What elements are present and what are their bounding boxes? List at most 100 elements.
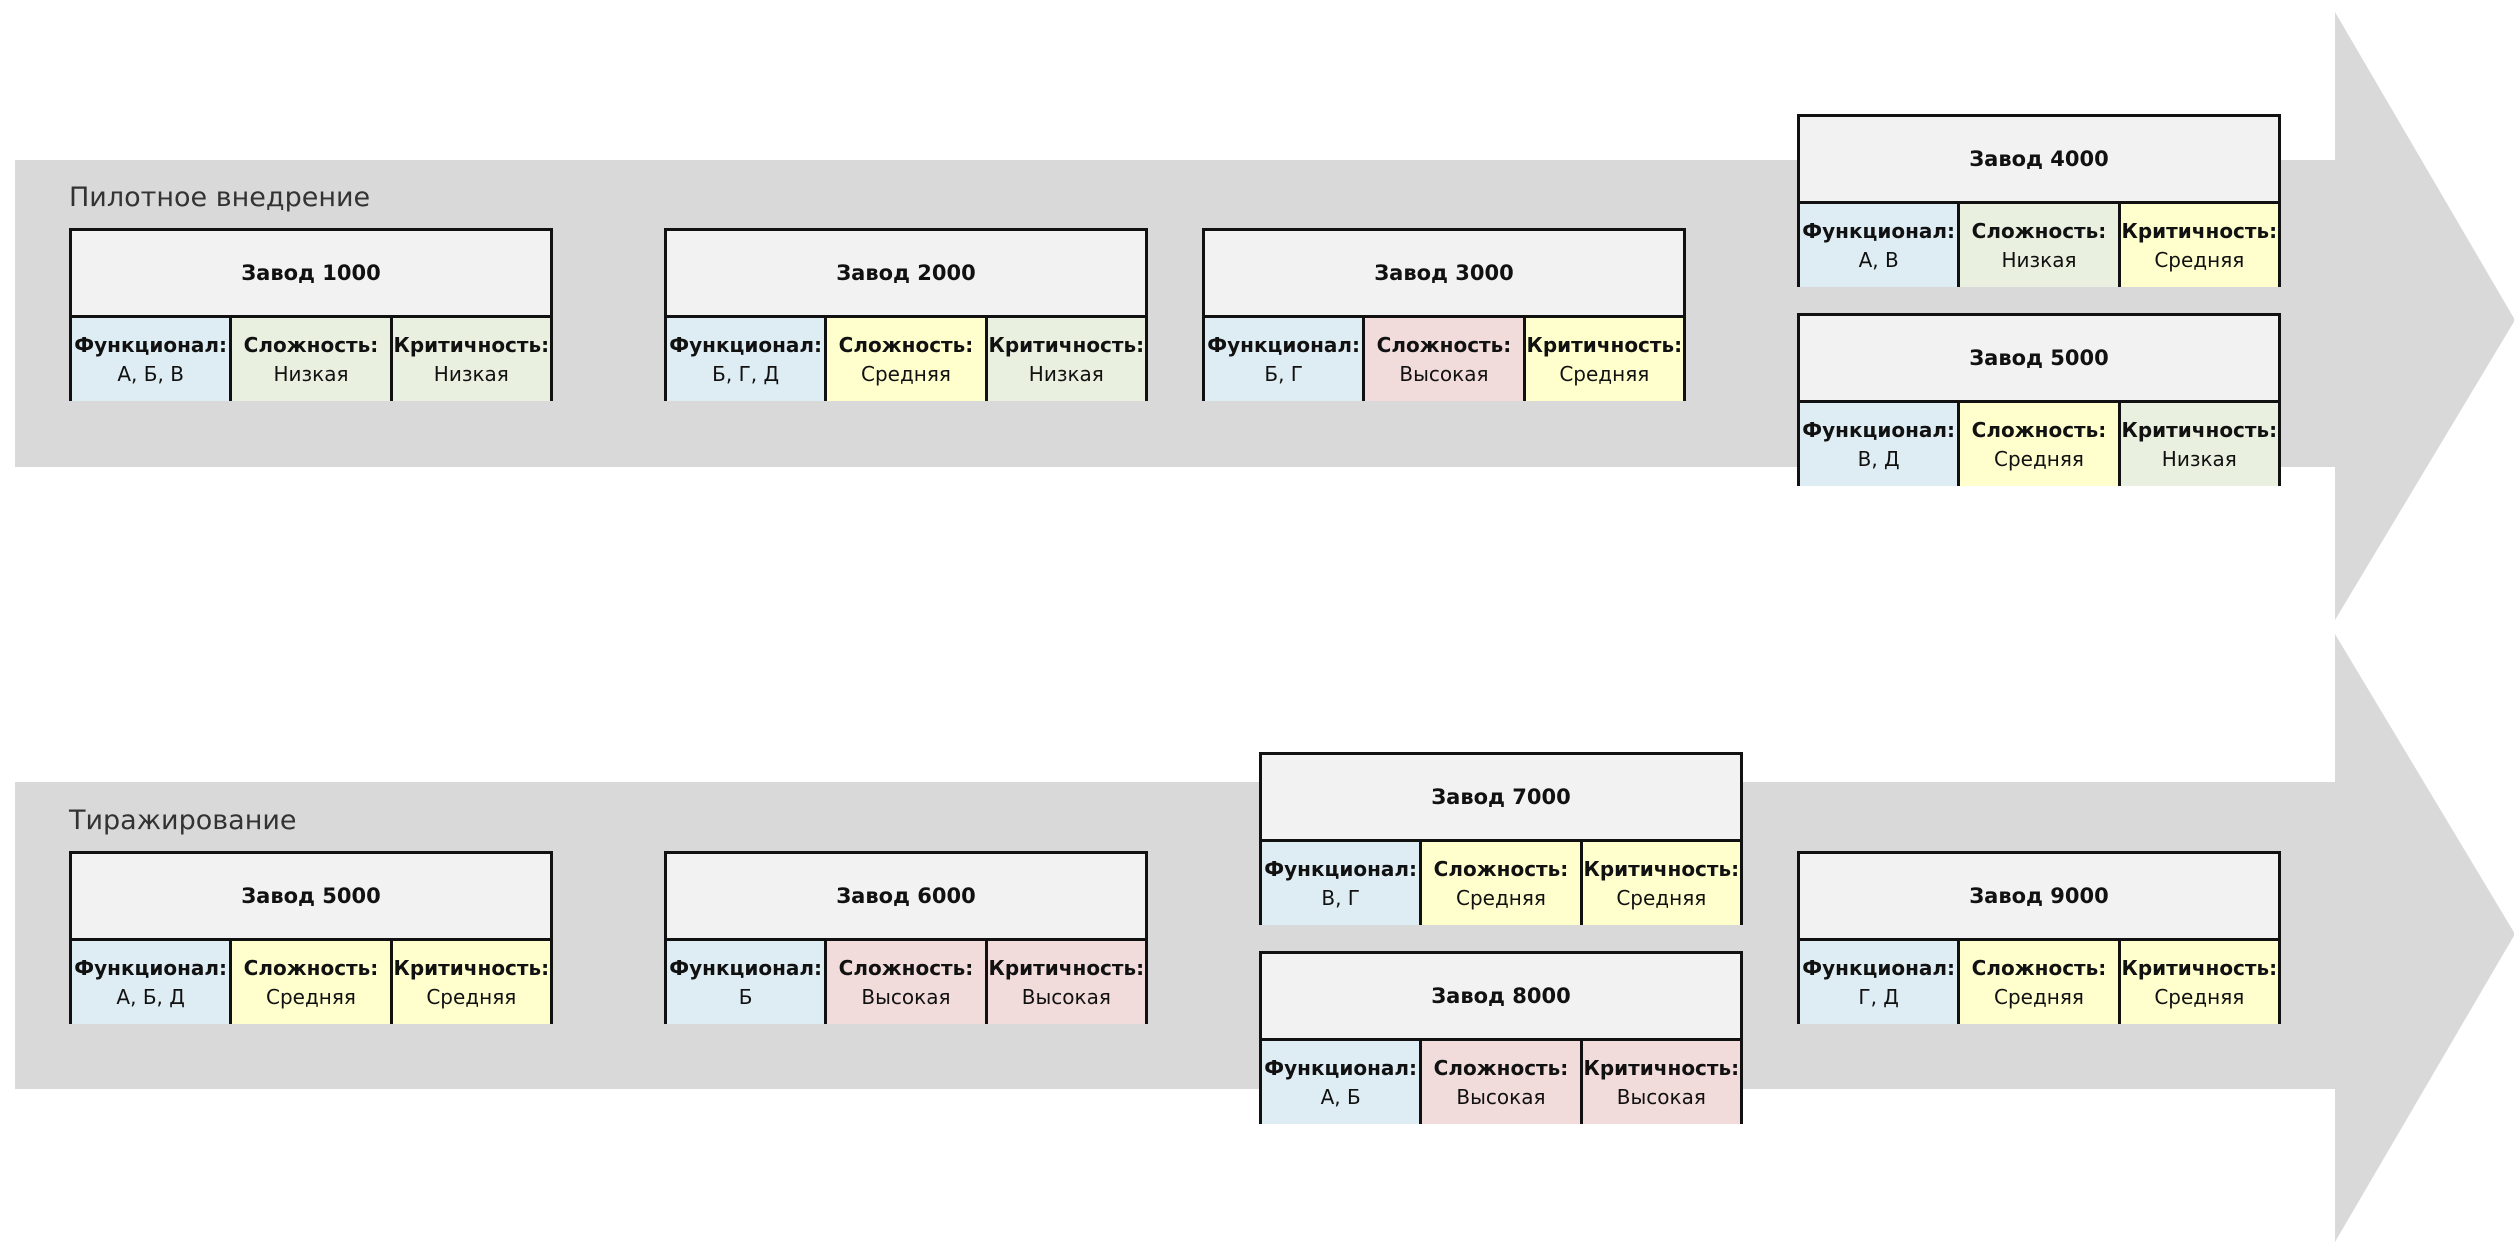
complexity-value: Средняя <box>266 984 356 1009</box>
functionality-cell: Функционал: А, В <box>1800 204 1961 287</box>
functionality-label: Функционал: <box>74 332 228 357</box>
functionality-value: В, Д <box>1857 446 1900 471</box>
criticality-value: Средняя <box>2154 984 2245 1009</box>
complexity-label: Сложность: <box>1433 1055 1569 1080</box>
complexity-label: Сложность: <box>1971 218 2107 243</box>
criticality-cell: Критичность: Низкая <box>987 318 1145 401</box>
complexity-cell: Сложность: Высокая <box>1365 318 1526 401</box>
complexity-value: Высокая <box>1399 361 1489 386</box>
functionality-value: В, Г <box>1321 885 1360 910</box>
criticality-label: Критичность: <box>988 955 1145 980</box>
complexity-label: Сложность: <box>838 332 974 357</box>
functionality-label: Функционал: <box>1802 218 1956 243</box>
functionality-cell: Функционал: А, Б, Д <box>72 941 233 1024</box>
functionality-value: А, Б, В <box>117 361 184 386</box>
criticality-cell: Критичность: Низкая <box>2120 403 2278 486</box>
plant-card: Завод 6000 Функционал: Б Сложность: Высока… <box>664 851 1148 1024</box>
plant-card: Завод 3000 Функционал:Б, Г Сложность:Выс… <box>1202 228 1686 401</box>
criticality-label: Критичность: <box>1583 856 1740 881</box>
complexity-value: Средняя <box>1994 446 2084 471</box>
functionality-cell: Функционал:Г, Д <box>1800 941 1961 1024</box>
complexity-label: Сложность: <box>1971 955 2107 980</box>
criticality-cell: Критичность: Средняя <box>2120 204 2278 287</box>
functionality-cell: Функционал: В, Г <box>1262 842 1423 925</box>
complexity-label: Сложность: <box>838 955 974 980</box>
plant-card: Завод 4000 Функционал: А, В Сложность: Низ… <box>1797 114 2281 287</box>
functionality-label: Функционал: <box>1802 955 1956 980</box>
plant-name: Завод 5000 <box>72 854 550 941</box>
criticality-cell: Критичность: Средняя <box>392 941 550 1024</box>
criticality-label: Критичность: <box>1583 1055 1740 1080</box>
criticality-value: Низкая <box>1028 361 1104 386</box>
plant-card: Завод 1000 Функционал: А, Б, В Сложность:… <box>69 228 553 401</box>
plant-name: Завод 4000 <box>1800 117 2278 204</box>
criticality-label: Критичность: <box>2121 218 2278 243</box>
plant-name: Завод 7000 <box>1262 755 1740 842</box>
complexity-value: Средняя <box>861 361 951 386</box>
complexity-cell: Сложность: Низкая <box>1960 204 2121 287</box>
timeline-arrow-rollout <box>15 634 2514 1254</box>
functionality-label: Функционал: <box>1264 1055 1418 1080</box>
functionality-label: Функционал: <box>1207 332 1361 357</box>
complexity-value: Низкая <box>2001 247 2077 272</box>
plant-name: Завод 8000 <box>1262 954 1740 1041</box>
plant-name: Завод 2000 <box>667 231 1145 318</box>
complexity-label: Сложность: <box>1433 856 1569 881</box>
plant-name: Завод 1000 <box>72 231 550 318</box>
criticality-label: Критичность: <box>988 332 1145 357</box>
complexity-label: Сложность: <box>243 332 379 357</box>
plant-card: Завод 5000 Функционал:В, Д Сложность: Сре… <box>1797 313 2281 486</box>
criticality-label: Критичность: <box>1526 332 1683 357</box>
functionality-label: Функционал: <box>669 955 823 980</box>
criticality-label: Критичность: <box>393 955 550 980</box>
complexity-cell: Сложность: Высокая <box>827 941 988 1024</box>
section-label-rollout: Тиражирование <box>69 805 297 836</box>
functionality-value: А, Б, Д <box>116 984 185 1009</box>
complexity-label: Сложность: <box>1971 417 2107 442</box>
criticality-value: Средняя <box>1559 361 1650 386</box>
functionality-cell: Функционал: Б, Г, Д <box>667 318 828 401</box>
functionality-cell: Функционал: А, Б <box>1262 1041 1423 1124</box>
plant-name: Завод 6000 <box>667 854 1145 941</box>
plant-name: Завод 9000 <box>1800 854 2278 941</box>
criticality-value: Высокая <box>1616 1084 1706 1109</box>
complexity-cell: Сложность: Высокая <box>1422 1041 1583 1124</box>
complexity-cell: Сложность: Средняя <box>827 318 988 401</box>
functionality-value: А, Б <box>1320 1084 1361 1109</box>
functionality-cell: Функционал:В, Д <box>1800 403 1961 486</box>
complexity-value: Высокая <box>861 984 951 1009</box>
functionality-label: Функционал: <box>74 955 228 980</box>
functionality-label: Функционал: <box>1264 856 1418 881</box>
complexity-value: Средняя <box>1456 885 1546 910</box>
functionality-label: Функционал: <box>669 332 823 357</box>
complexity-value: Низкая <box>273 361 349 386</box>
complexity-value: Средняя <box>1994 984 2084 1009</box>
plant-name: Завод 5000 <box>1800 316 2278 403</box>
criticality-cell: Критичность: Средняя <box>1582 842 1740 925</box>
complexity-label: Сложность: <box>1376 332 1512 357</box>
functionality-value: Б, Г <box>1264 361 1303 386</box>
complexity-label: Сложность: <box>243 955 379 980</box>
criticality-value: Средняя <box>1616 885 1707 910</box>
criticality-value: Низкая <box>2161 446 2237 471</box>
criticality-value: Высокая <box>1021 984 1111 1009</box>
criticality-value: Средняя <box>2154 247 2245 272</box>
criticality-label: Критичность: <box>2121 955 2278 980</box>
complexity-cell: Сложность: Средняя <box>1960 403 2121 486</box>
functionality-value: Б <box>738 984 753 1009</box>
plant-card: Завод 5000 Функционал: А, Б, Д Сложность:… <box>69 851 553 1024</box>
complexity-cell: Сложность: Низкая <box>232 318 393 401</box>
functionality-value: Б, Г, Д <box>712 361 780 386</box>
plant-card: Завод 7000 Функционал: В, Г Сложность: Сре… <box>1259 752 1743 925</box>
criticality-value: Средняя <box>426 984 517 1009</box>
functionality-cell: Функционал: Б, Г <box>1205 318 1366 401</box>
criticality-label: Критичность: <box>2121 417 2278 442</box>
plant-card: Завод 2000 Функционал: Б, Г, Д Сложность:… <box>664 228 1148 401</box>
complexity-value: Высокая <box>1456 1084 1546 1109</box>
criticality-cell: Критичность: Средняя <box>1525 318 1683 401</box>
criticality-label: Критичность: <box>393 332 550 357</box>
functionality-value: А, В <box>1858 247 1899 272</box>
plant-card: Завод 8000 Функционал: А, Б Сложность: Выс… <box>1259 951 1743 1124</box>
functionality-cell: Функционал: Б <box>667 941 828 1024</box>
complexity-cell: Сложность: Средняя <box>1422 842 1583 925</box>
